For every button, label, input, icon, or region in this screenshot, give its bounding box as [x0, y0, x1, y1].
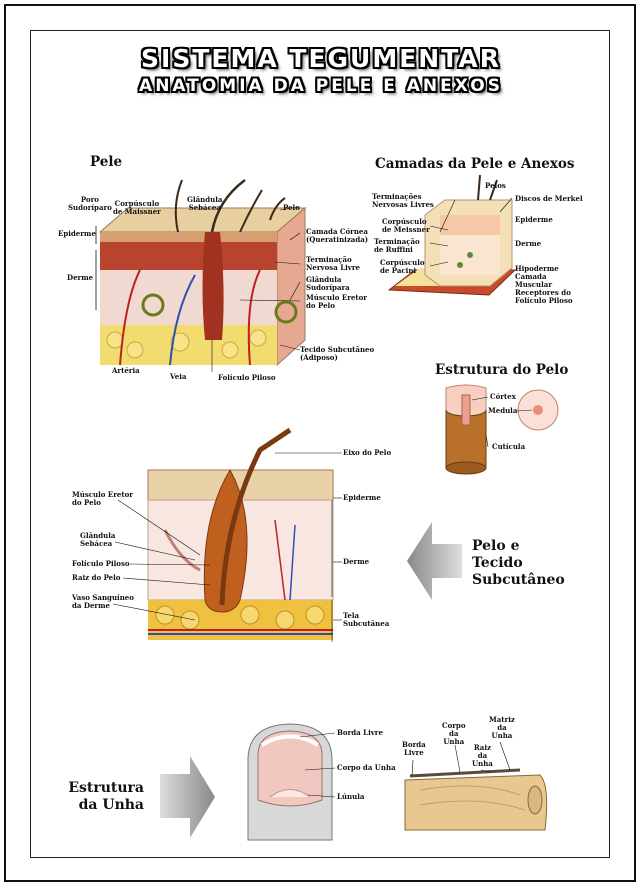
heading-pelo-tecido: Pelo e Tecido Subcutâneo: [472, 538, 565, 588]
label-camadas-epiderme: Epiderme: [515, 215, 553, 224]
label-eixo-pelo: Eixo do Pelo: [343, 448, 392, 457]
hair-structure-illustration: [445, 384, 559, 475]
label-hipoderme: Hipoderme: [515, 264, 559, 273]
label-sub-derme: Derme: [343, 557, 370, 566]
label-veia: Veia: [170, 372, 187, 381]
heading-camadas: Camadas da Pele e Anexos: [375, 156, 575, 172]
label-arteria: Artéria: [112, 366, 140, 375]
label-corpo-unha: Corpo da Unha: [337, 763, 396, 772]
label-camada-cornea: Camada Córnea(Queratinizada): [306, 227, 369, 244]
outer-border: [4, 4, 636, 882]
label-derme: Derme: [67, 273, 94, 282]
label-discos-merkel: Discos de Merkel: [515, 194, 583, 203]
heading-estrutura-unha: Estrutura da Unha: [68, 780, 144, 813]
label-borda-livre: Borda Livre: [337, 728, 383, 737]
inner-border: [30, 30, 610, 858]
skin-block-illustration: [95, 178, 307, 372]
label-epiderme: Epiderme: [58, 229, 96, 238]
label-medula: Medula: [488, 406, 518, 415]
heading-pele: Pele: [90, 154, 123, 170]
poster-title: SISTEMA TEGUMENTAR: [141, 44, 501, 73]
label-sub-epiderme: Epiderme: [343, 493, 381, 502]
label-tecido-subcutaneo: Tecido Subcutâneo(Adiposo): [300, 345, 375, 362]
heading-estrutura-pelo: Estrutura do Pelo: [435, 362, 569, 378]
arrow-left-icon: [407, 522, 462, 600]
label-camadas-derme: Derme: [515, 239, 542, 248]
label-pelos: Pelos: [485, 181, 506, 190]
subcutaneous-illustration: [112, 427, 342, 642]
label-cuticula: Cutícula: [492, 442, 526, 451]
poster-subtitle: ANATOMIA DA PELE E ANEXOS: [139, 76, 503, 96]
arrow-right-icon: [160, 756, 215, 838]
label-sub-foliculo: Folículo Piloso: [72, 559, 130, 568]
finger-nail-illustration: [247, 723, 336, 841]
layers-block-illustration: [387, 174, 517, 296]
nail-section-illustration: [404, 741, 548, 831]
label-cortex: Córtex: [490, 392, 516, 401]
label-lunula: Lúnula: [337, 792, 365, 801]
label-sub-raiz: Raiz do Pelo: [72, 573, 121, 582]
label-foliculo: Folículo Piloso: [218, 373, 276, 382]
label-pelo: Pelo: [283, 203, 300, 212]
